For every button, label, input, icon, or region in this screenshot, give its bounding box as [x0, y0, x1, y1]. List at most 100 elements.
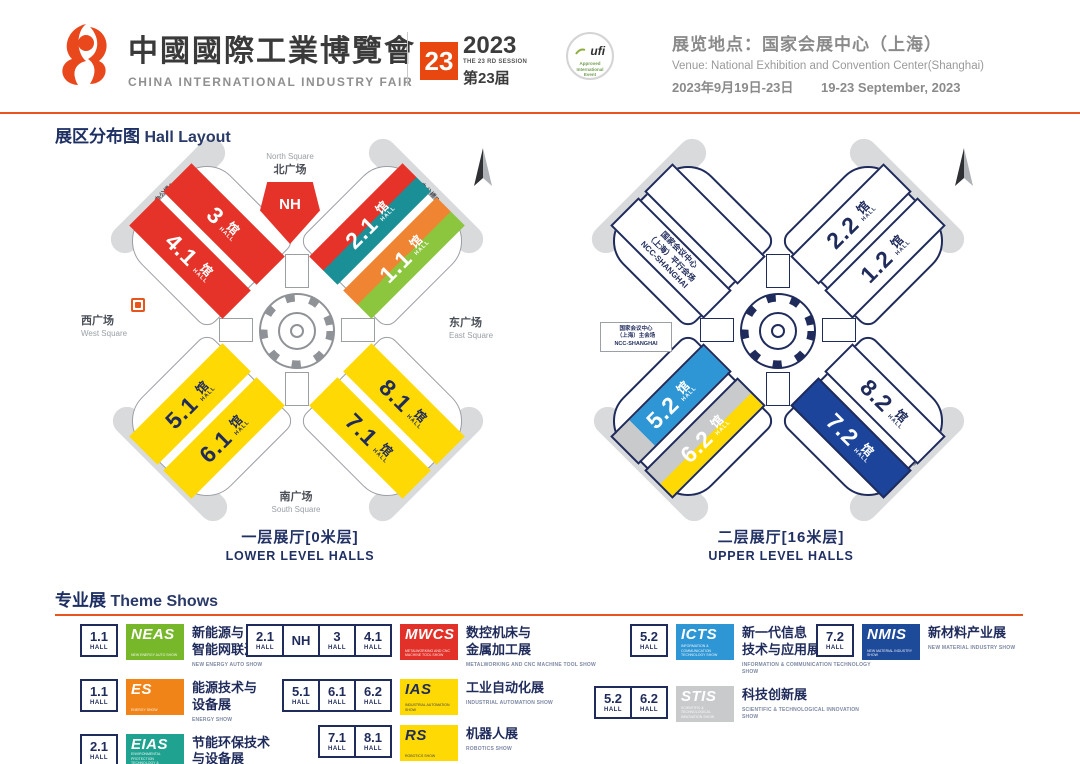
show-name: 技术与应用展 — [742, 641, 821, 657]
show-name: 机器人展 — [466, 725, 519, 741]
east-square-zh: 东广场 — [449, 317, 482, 329]
nmis-logo: NMIS NEW MATERIAL INDUSTRY SHOW — [862, 624, 920, 660]
brand-title-en: CHINA INTERNATIONAL INDUSTRY FAIR — [128, 75, 414, 89]
session-year: 2023 — [463, 32, 517, 59]
show-name: 节能环保技术 — [192, 734, 271, 750]
badge-num: 6.1 — [327, 683, 347, 699]
badge-num: NH — [291, 633, 311, 648]
show-sub: NEW ENERGY AUTO SHOW — [192, 661, 263, 668]
badge-num: 4.1 — [363, 629, 383, 644]
west-square-label: 西广场 West Square — [81, 314, 127, 340]
logo-acronym: ICTS — [681, 626, 718, 643]
logo-sub: INFORMATION & COMMUNICATION TECHNOLOGY S… — [681, 644, 718, 657]
ufi-sub-line: International — [576, 66, 604, 72]
venue-block: 展览地点：国家会展中心（上海） Venue: National Exhibiti… — [672, 30, 984, 96]
north-square-zh: 北广场 — [273, 163, 307, 176]
corridor-west — [219, 318, 253, 342]
hall-7-2-num: 7.2 — [821, 407, 865, 451]
hall-4-1-num: 4.1 — [160, 227, 204, 271]
corridor-east — [341, 318, 375, 342]
lower-caption-en: LOWER LEVEL HALLS — [225, 549, 375, 563]
show-name: 与设备展 — [192, 751, 245, 764]
venue-dates: 2023年9月19日-23日 19-23 September, 2023 — [672, 77, 984, 96]
south-square-zh: 南广场 — [279, 491, 313, 503]
badge-unit: HALL — [328, 645, 346, 651]
badge-num: 1.1 — [89, 683, 109, 699]
lower-level-map: 办公楼AOffice Building A 办公楼BOffice Buildin… — [75, 133, 525, 576]
logo-sub: INDUSTRIAL AUTOMATION SHOW — [405, 703, 450, 712]
lower-caption: 一层展厅[0米层] LOWER LEVEL HALLS — [135, 526, 465, 563]
ufi-word: ufi — [590, 44, 606, 58]
logo-sub: NEW MATERIAL INDUSTRY SHOW — [867, 648, 912, 657]
badge-unit: HALL — [640, 645, 658, 651]
show-sub: ROBOTICS SHOW — [466, 745, 512, 752]
ncc-main-line: （上海）主会场 — [616, 333, 656, 340]
logo-acronym: STIS — [681, 687, 717, 705]
show-name: 新材料产业展 — [928, 625, 1007, 640]
logo-acronym: IAS — [405, 680, 432, 698]
badge-unit: HALL — [90, 645, 108, 651]
north-square-label: North Square 北广场 — [235, 152, 345, 178]
venue-zh: 展览地点：国家会展中心（上海） — [672, 35, 942, 54]
theme-shows-title: 专业展 Theme Shows — [55, 586, 218, 611]
show-name: 能源技术与 — [192, 679, 258, 695]
badge-unit: HALL — [364, 645, 382, 651]
badge-num: 8.1 — [363, 729, 383, 745]
corridor-south — [285, 372, 309, 406]
ufi-swoosh-icon — [575, 48, 586, 55]
central-hub — [740, 293, 816, 369]
show-name: 新一代信息 — [742, 625, 808, 640]
compass-icon — [474, 148, 492, 186]
badge-num: 1.1 — [89, 629, 109, 644]
logo-sub: ENVIRONMENTAL PROTECTION TECHNOLOGY & EQ… — [131, 752, 161, 764]
brand-title-zh: 中國國際工業博覽會 — [128, 34, 416, 69]
date-en: 19-23 September, 2023 — [821, 80, 961, 95]
upper-level-map: C0会议室（3楼）C0 Meeting Room 国家会议中心 （上海）平行会场… — [556, 133, 1006, 576]
header: 中國國際工業博覽會 CHINA INTERNATIONAL INDUSTRY F… — [0, 0, 1080, 112]
venue-en: Venue: National Exhibition and Conventio… — [672, 60, 984, 72]
corridor-south — [766, 372, 790, 406]
show-name: 设备展 — [192, 696, 232, 712]
badge-num: 5.2 — [639, 629, 659, 644]
west-square-en: West Square — [81, 328, 128, 338]
logo-acronym: NMIS — [867, 626, 907, 643]
lower-caption-zh: 一层展厅[0米层] — [241, 529, 359, 546]
upper-caption-zh: 二层展厅[16米层] — [717, 529, 845, 546]
logo-sub: NEW ENERGY AUTO SHOW — [131, 652, 178, 657]
north-square-en: North Square — [266, 152, 314, 161]
ufi-badge: ufi Approved International Event — [566, 32, 614, 80]
corridor-west — [700, 318, 734, 342]
hall-8-2-num: 8.2 — [855, 373, 899, 417]
ufi-subtitle: Approved International Event — [568, 61, 612, 78]
show-sub: NEW MATERIAL INDUSTRY SHOW — [928, 644, 1016, 651]
logo-acronym: RS — [405, 726, 427, 744]
badge-num: 5.1 — [291, 683, 311, 699]
badge-unit: HALL — [90, 754, 108, 761]
show-sub: SCIENTIFIC & TECHNOLOGICAL INNOVATION SH… — [742, 706, 860, 720]
header-rule — [0, 112, 1080, 114]
hall-layout-title-zh: 展区分布图 — [55, 127, 140, 146]
hall-nh-label: NH — [279, 196, 301, 213]
logo-acronym: ES — [131, 680, 153, 698]
header-divider — [407, 32, 408, 86]
show-name: 金属加工展 — [466, 641, 532, 657]
ncc-main-line: NCC-SHANGHAI — [614, 340, 658, 347]
